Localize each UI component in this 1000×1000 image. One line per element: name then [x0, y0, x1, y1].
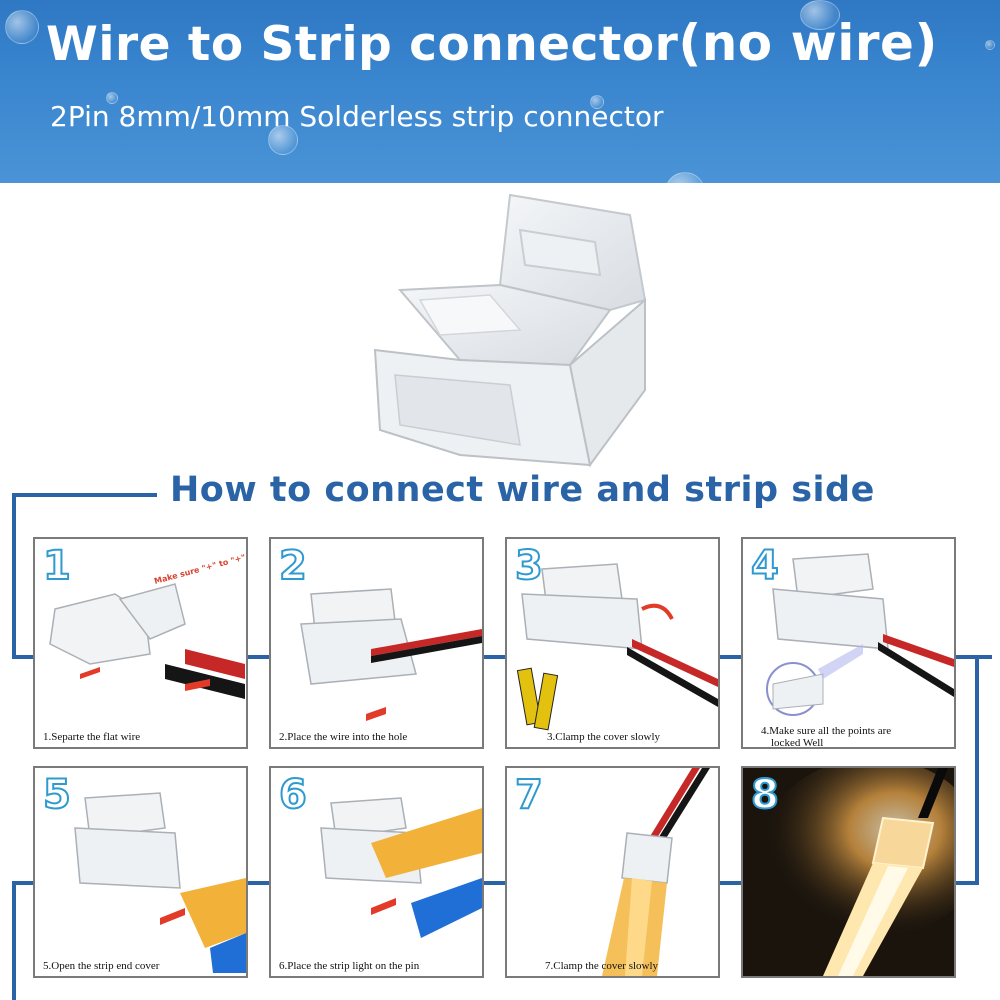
polarity-note: Make sure "+" to "+" — [153, 553, 246, 586]
frame-line — [12, 493, 16, 658]
step-card-1: Make sure "+" to "+" 1 1.Separte the fla… — [33, 537, 248, 749]
frame-line — [975, 655, 979, 885]
step-4-illustration — [766, 553, 954, 716]
title-main: Wire to Strip connector — [46, 17, 679, 72]
step-number: 7 — [514, 771, 544, 819]
section-title: How to connect wire and strip side — [170, 470, 875, 510]
frame-line — [12, 881, 16, 1000]
step-card-4: 4 4.Make sure all the points are locked … — [741, 537, 956, 749]
bubble-decoration — [106, 92, 118, 104]
bubble-decoration — [590, 95, 604, 109]
step-3-illustration — [516, 563, 718, 731]
step-card-2: 2 2.Place the wire into the hole — [269, 537, 484, 749]
step-1-illustration: Make sure "+" to "+" — [49, 553, 246, 699]
step-card-3: 3 3.Clamp the cover slowly — [505, 537, 720, 749]
frame-line — [12, 493, 157, 497]
title-suffix: (no wire) — [678, 14, 938, 72]
step-caption-line: locked Well — [771, 737, 824, 749]
step-8-illustration — [743, 768, 954, 976]
bubble-decoration — [665, 172, 705, 183]
step-6-illustration — [320, 797, 482, 938]
step-card-7: 7 7.Clamp the cover slowly — [505, 766, 720, 978]
step-7-illustration — [602, 768, 710, 976]
step-caption: 6.Place the strip light on the pin — [279, 960, 420, 972]
step-2-illustration — [300, 588, 482, 721]
step-number: 8 — [750, 771, 780, 819]
step-caption: 1.Separte the flat wire — [43, 731, 141, 743]
frame-line — [957, 655, 979, 659]
bubble-decoration — [268, 125, 298, 155]
step-caption: 7.Clamp the cover slowly — [545, 960, 659, 972]
header-banner: Wire to Strip connector(no wire) 2Pin 8m… — [0, 0, 1000, 183]
page-subtitle: 2Pin 8mm/10mm Solderless strip connector — [50, 100, 664, 133]
step-caption: 4.Make sure all the points are locked We… — [761, 725, 891, 749]
step-number: 4 — [750, 542, 780, 590]
step-number: 3 — [514, 542, 544, 590]
bubble-decoration — [5, 10, 39, 44]
step-card-8: 8 — [741, 766, 956, 978]
step-number: 5 — [42, 771, 72, 819]
frame-line — [12, 655, 992, 659]
frame-line — [12, 881, 979, 885]
connector-product-image — [373, 193, 647, 468]
step-caption: 3.Clamp the cover slowly — [547, 731, 661, 743]
step-number: 6 — [278, 771, 308, 819]
step-5-illustration — [74, 792, 246, 973]
bubble-decoration — [800, 0, 840, 30]
step-card-5: 5 5.Open the strip end cover — [33, 766, 248, 978]
step-caption: 2.Place the wire into the hole — [279, 731, 408, 743]
step-card-6: 6 6.Place the strip light on the pin — [269, 766, 484, 978]
bubble-decoration — [985, 40, 995, 50]
step-number: 2 — [278, 542, 308, 590]
page-title: Wire to Strip connector(no wire) — [46, 14, 938, 72]
step-caption: 5.Open the strip end cover — [43, 960, 160, 972]
step-caption-line: 4.Make sure all the points are — [761, 725, 892, 737]
step-number: 1 — [42, 542, 72, 590]
